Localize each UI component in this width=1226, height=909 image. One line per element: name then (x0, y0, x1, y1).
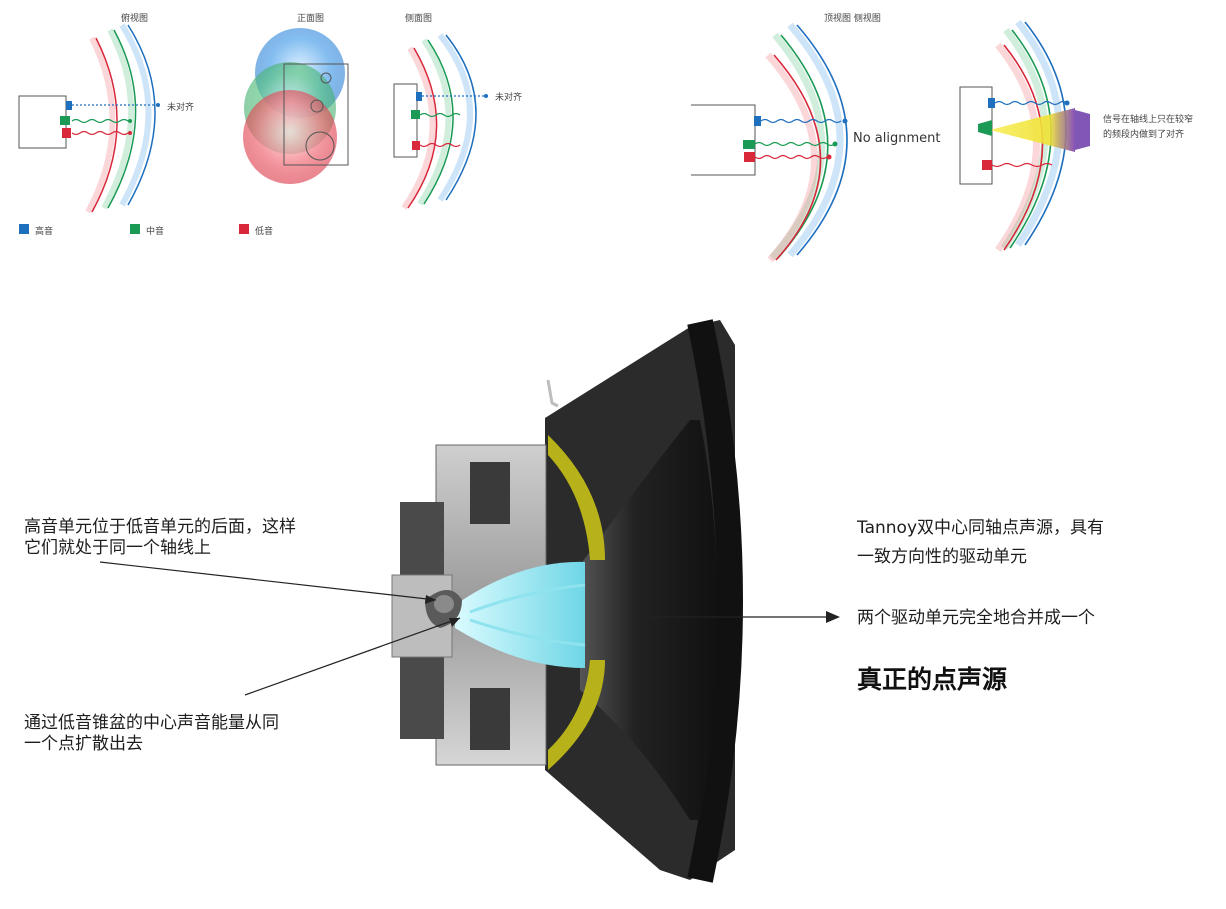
caption-right-line-2: 一致方向性的驱动单元 (857, 547, 1027, 567)
aligned-beam (990, 108, 1075, 152)
leader-cone-center (244, 617, 461, 696)
headline-point-source: 真正的点声源 (857, 665, 1008, 694)
legend-bass-label: 低音 (255, 227, 274, 237)
label-view-side: 侧面图 (405, 14, 433, 24)
magnet-block-top (400, 502, 444, 582)
legend-bass-swatch (239, 224, 249, 234)
treble-driver (66, 101, 72, 110)
speaker-surround (687, 319, 743, 883)
mid-wavefront (107, 29, 137, 209)
treble-wavefront (127, 24, 156, 206)
view-front (243, 28, 349, 184)
diagram2-right (959, 19, 1090, 253)
diagram2-left (691, 22, 848, 263)
label-no-alignment: No alignment (853, 131, 941, 146)
leader-tweeter (99, 561, 437, 601)
caption-tweeter-line-1: 高音单元位于低音单元的后面，这样 (24, 517, 296, 537)
label-view-front: 正面图 (297, 14, 325, 24)
label-misaligned-1: 未对齐 (167, 103, 195, 113)
caption-center-line-1: 通过低音锥盆的中心声音能量从同 (24, 713, 279, 733)
caption-center-line-2: 一个点扩散出去 (24, 734, 143, 754)
diagram2-title: 顶视图 侧视图 (824, 14, 881, 24)
caption-merge: 两个驱动单元完全地合并成一个 (857, 608, 1095, 628)
bass-wavefront (91, 37, 118, 213)
view-perspective (18, 23, 160, 214)
cone-cut-top (548, 435, 605, 560)
woofer-cone (580, 420, 718, 820)
cabinet-box (18, 95, 67, 149)
mid-driver (60, 116, 70, 125)
cone-cut-bottom (548, 660, 605, 770)
label-view-perspective: 俯视图 (121, 14, 149, 24)
caption-right-line-1: Tannoy双中心同轴点声源，具有 (857, 518, 1104, 538)
label-misaligned-2: 未对齐 (495, 93, 523, 103)
side-cabinet (393, 83, 418, 158)
front-cabinet (283, 63, 349, 166)
magnet-block-bottom (400, 655, 444, 739)
note-line-1: 信号在轴线上只在较窄 (1103, 115, 1194, 125)
note-line-2: 的频段内做到了对齐 (1103, 130, 1185, 140)
legend-treble-swatch (19, 224, 29, 234)
bass-driver (62, 128, 71, 138)
legend-treble-label: 高音 (35, 227, 54, 237)
caption-tweeter-line-2: 它们就处于同一个轴线上 (24, 538, 211, 558)
bass-sphere (243, 90, 337, 184)
legend-mid-swatch (130, 224, 140, 234)
legend-mid-label: 中音 (146, 227, 165, 237)
view-side (393, 33, 488, 210)
speaker-cutaway (391, 319, 743, 883)
